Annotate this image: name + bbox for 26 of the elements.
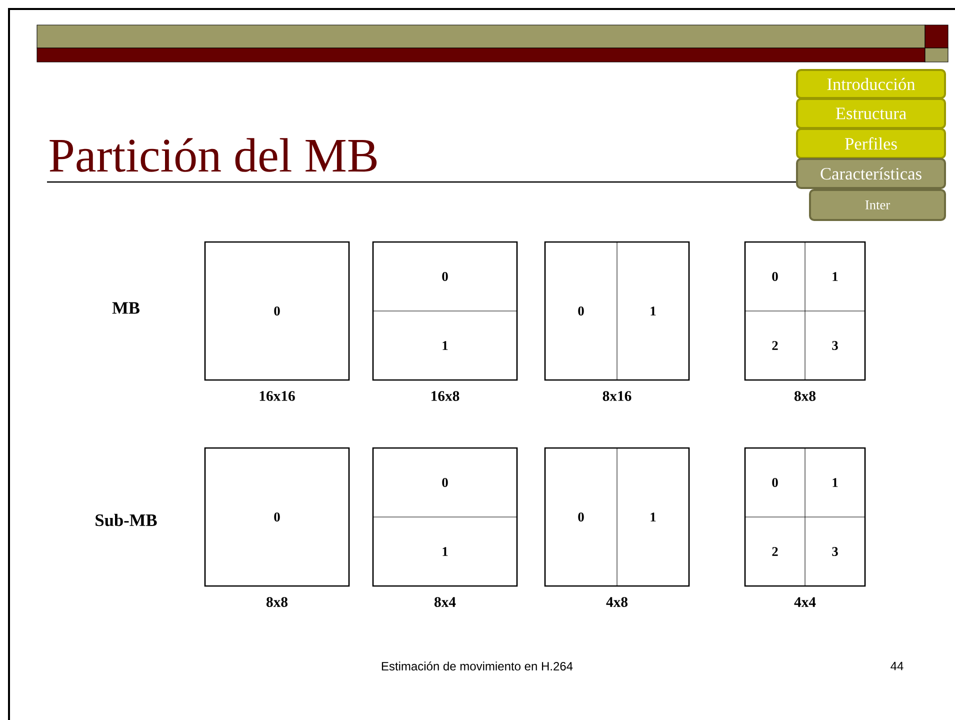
nav-tab: Inter <box>809 189 946 221</box>
size-label: 8x4 <box>434 597 456 607</box>
row-label: MB <box>112 302 140 314</box>
size-label: 8x8 <box>266 597 288 607</box>
size-label: 8x8 <box>794 391 816 401</box>
nav-tab: Características <box>796 158 946 189</box>
partition-square: 0 1 2 3 <box>744 241 866 381</box>
page-number: 44 <box>890 662 904 670</box>
nav-tab: Perfiles <box>796 128 946 159</box>
size-label: 16x16 <box>260 391 295 401</box>
partition-square: 0 1 <box>544 447 690 587</box>
partition-square: 0 1 2 3 <box>744 447 866 587</box>
partition-square: 0 <box>204 241 350 381</box>
nav-tab: Estructura <box>796 98 946 129</box>
partition-square: 0 <box>204 447 350 587</box>
slide-title: Partición del MB <box>50 138 377 172</box>
size-label: 4x4 <box>794 597 816 607</box>
size-label: 8x16 <box>602 391 632 401</box>
partition-square: 0 1 <box>372 447 518 587</box>
row-label: Sub-MB <box>96 514 157 526</box>
partition-square: 0 1 <box>372 241 518 381</box>
partition-square: 0 1 <box>544 241 690 381</box>
size-label: 4x8 <box>606 597 628 607</box>
size-label: 16x8 <box>432 391 460 401</box>
footer-text: Estimación de movimiento en H.264 <box>382 662 573 670</box>
nav-tab: Introducción <box>796 69 946 99</box>
